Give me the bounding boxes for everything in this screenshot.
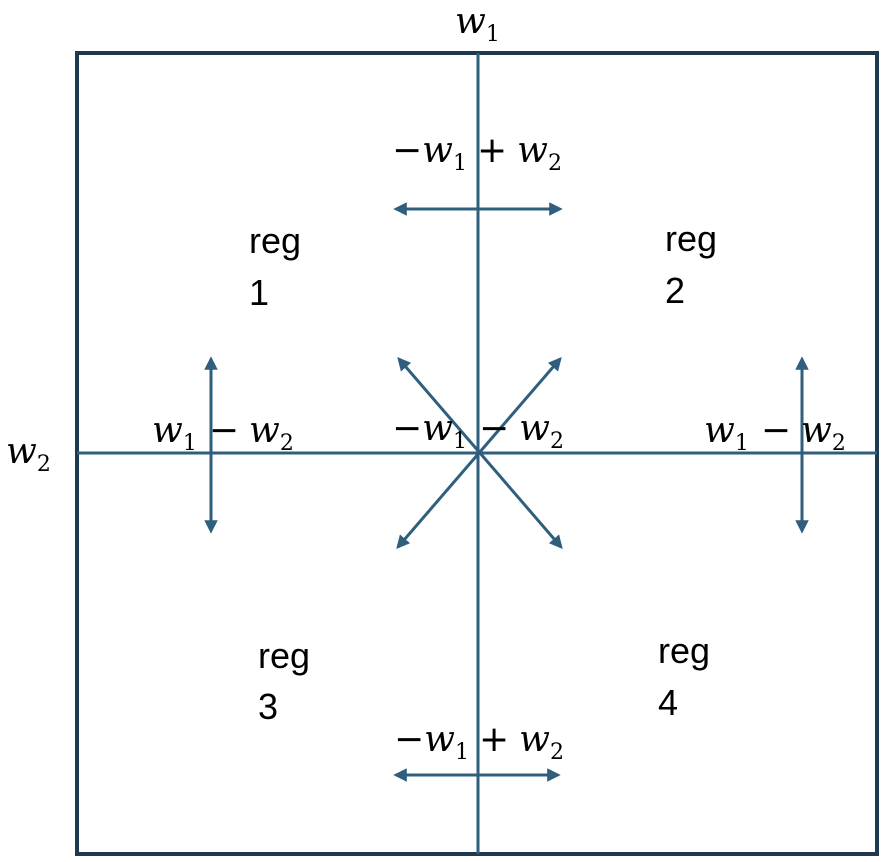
bottom-expression-neg-w1-plus-w2: −w1+w2 bbox=[394, 719, 564, 765]
region-3-label: reg 3 bbox=[258, 635, 320, 727]
region-4-label: reg 4 bbox=[658, 630, 720, 723]
top-expression-neg-w1-plus-w2: −w1+w2 bbox=[392, 130, 562, 176]
left-expression-w1-minus-w2: w1−w2 bbox=[152, 410, 294, 456]
w1-axis-label: w1 bbox=[455, 1, 500, 47]
region-1-label: reg 1 bbox=[249, 220, 311, 313]
diagonal-double-arrow-nw-se bbox=[397, 356, 563, 550]
region-2-label: reg 2 bbox=[665, 218, 727, 311]
right-expression-w1-minus-w2: w1−w2 bbox=[704, 410, 846, 456]
center-expression-neg-w1-minus-w2: −w1−w2 bbox=[392, 408, 564, 454]
w2-axis-label: w2 bbox=[6, 431, 51, 477]
